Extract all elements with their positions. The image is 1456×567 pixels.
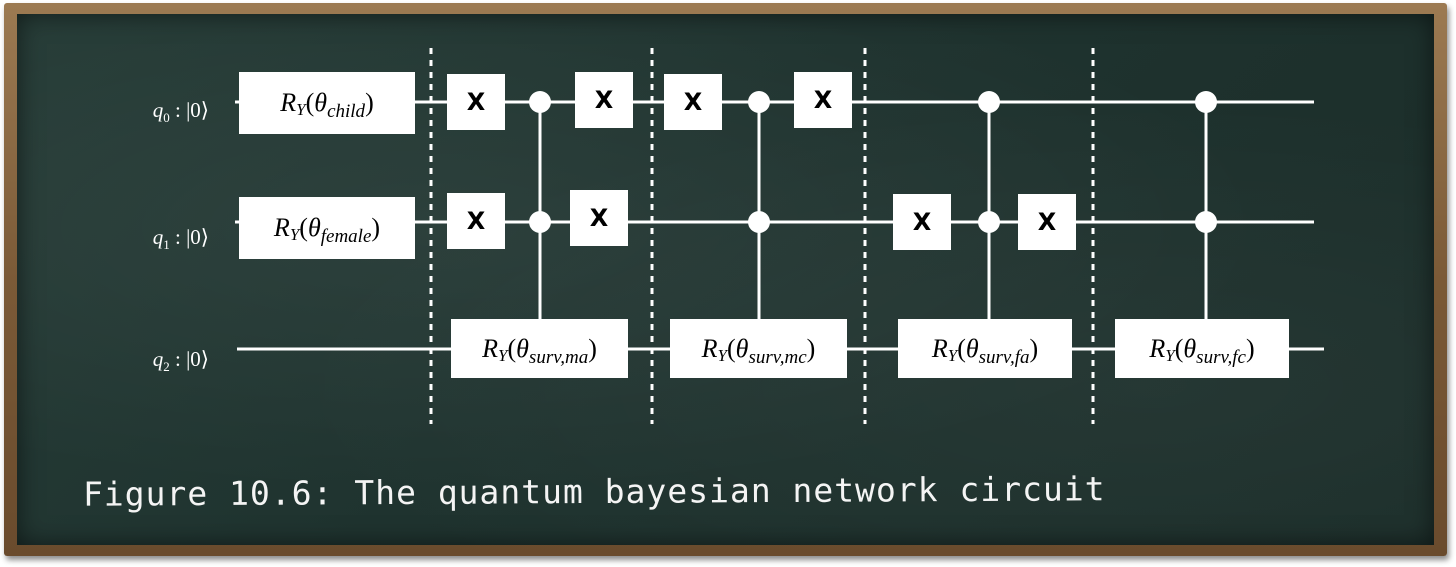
- x-gate-3b-q1: X: [1018, 194, 1076, 250]
- x-gate-3a-q1: X: [893, 194, 951, 250]
- x-gate-1a-q1: X: [447, 193, 505, 249]
- figure-caption: Figure 10.6: The quantum bayesian networ…: [82, 469, 1106, 514]
- x-gate-2a-q0: X: [664, 74, 722, 130]
- control-dot-2-q1: [748, 211, 770, 233]
- x-gate-1b-q1: X: [570, 190, 628, 246]
- x-gate-1b-q0: X: [575, 72, 633, 128]
- control-dot-1-q0: [529, 91, 551, 113]
- control-dot-4-q1: [1195, 211, 1217, 233]
- qubit-label-q1: q1 : |0⟩: [152, 225, 209, 253]
- control-dot-3-q0: [978, 91, 1000, 113]
- circuit-diagram: [235, 48, 1324, 424]
- x-gate-2b-q0: X: [794, 72, 852, 128]
- control-dot-3-q1: [978, 211, 1000, 233]
- control-dot-2-q0: [748, 91, 770, 113]
- qubit-label-q0: q0 : |0⟩: [152, 98, 209, 126]
- qubit-label-q2: q2 : |0⟩: [152, 347, 209, 375]
- control-dot-4-q0: [1195, 91, 1217, 113]
- control-dot-1-q1: [529, 211, 551, 233]
- x-gate-1a-q0: X: [447, 74, 505, 130]
